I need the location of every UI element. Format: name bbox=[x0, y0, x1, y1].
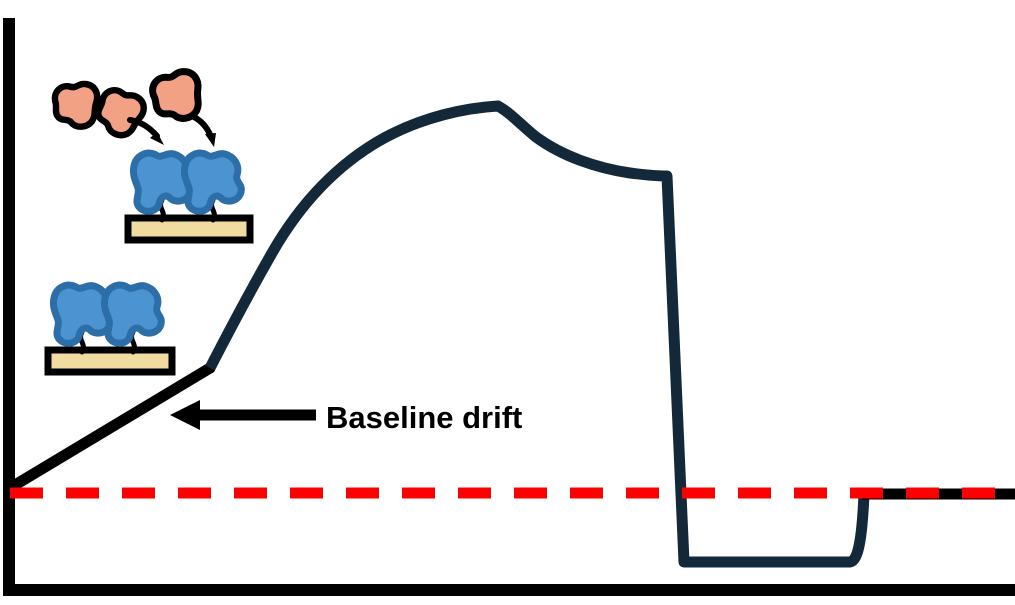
sensorgram-curve bbox=[205, 100, 870, 568]
bound-complex-diagram bbox=[55, 69, 254, 244]
sensor-chip-bar-icon bbox=[44, 346, 176, 376]
binding-arrow-icon bbox=[189, 113, 216, 147]
baseline-drift-line bbox=[4, 362, 216, 494]
ligand-blob-icon bbox=[104, 285, 161, 343]
sensor-chip-bar-icon bbox=[124, 214, 254, 244]
analyte-blob-icon bbox=[55, 84, 97, 127]
ligand-blob-icon bbox=[53, 285, 110, 343]
callout-arrow-icon bbox=[170, 400, 200, 430]
immobilized-ligand-diagram bbox=[44, 285, 176, 376]
baseline-drift-annotation: Baseline drift bbox=[170, 400, 522, 435]
chart-axes bbox=[3, 18, 1015, 596]
ligand-blob-icon bbox=[184, 153, 241, 211]
analyte-blob-icon bbox=[92, 84, 148, 141]
binding-arrow-icon bbox=[127, 117, 164, 145]
ligand-blob-icon bbox=[133, 153, 190, 211]
baseline-drift-label: Baseline drift bbox=[326, 400, 522, 435]
